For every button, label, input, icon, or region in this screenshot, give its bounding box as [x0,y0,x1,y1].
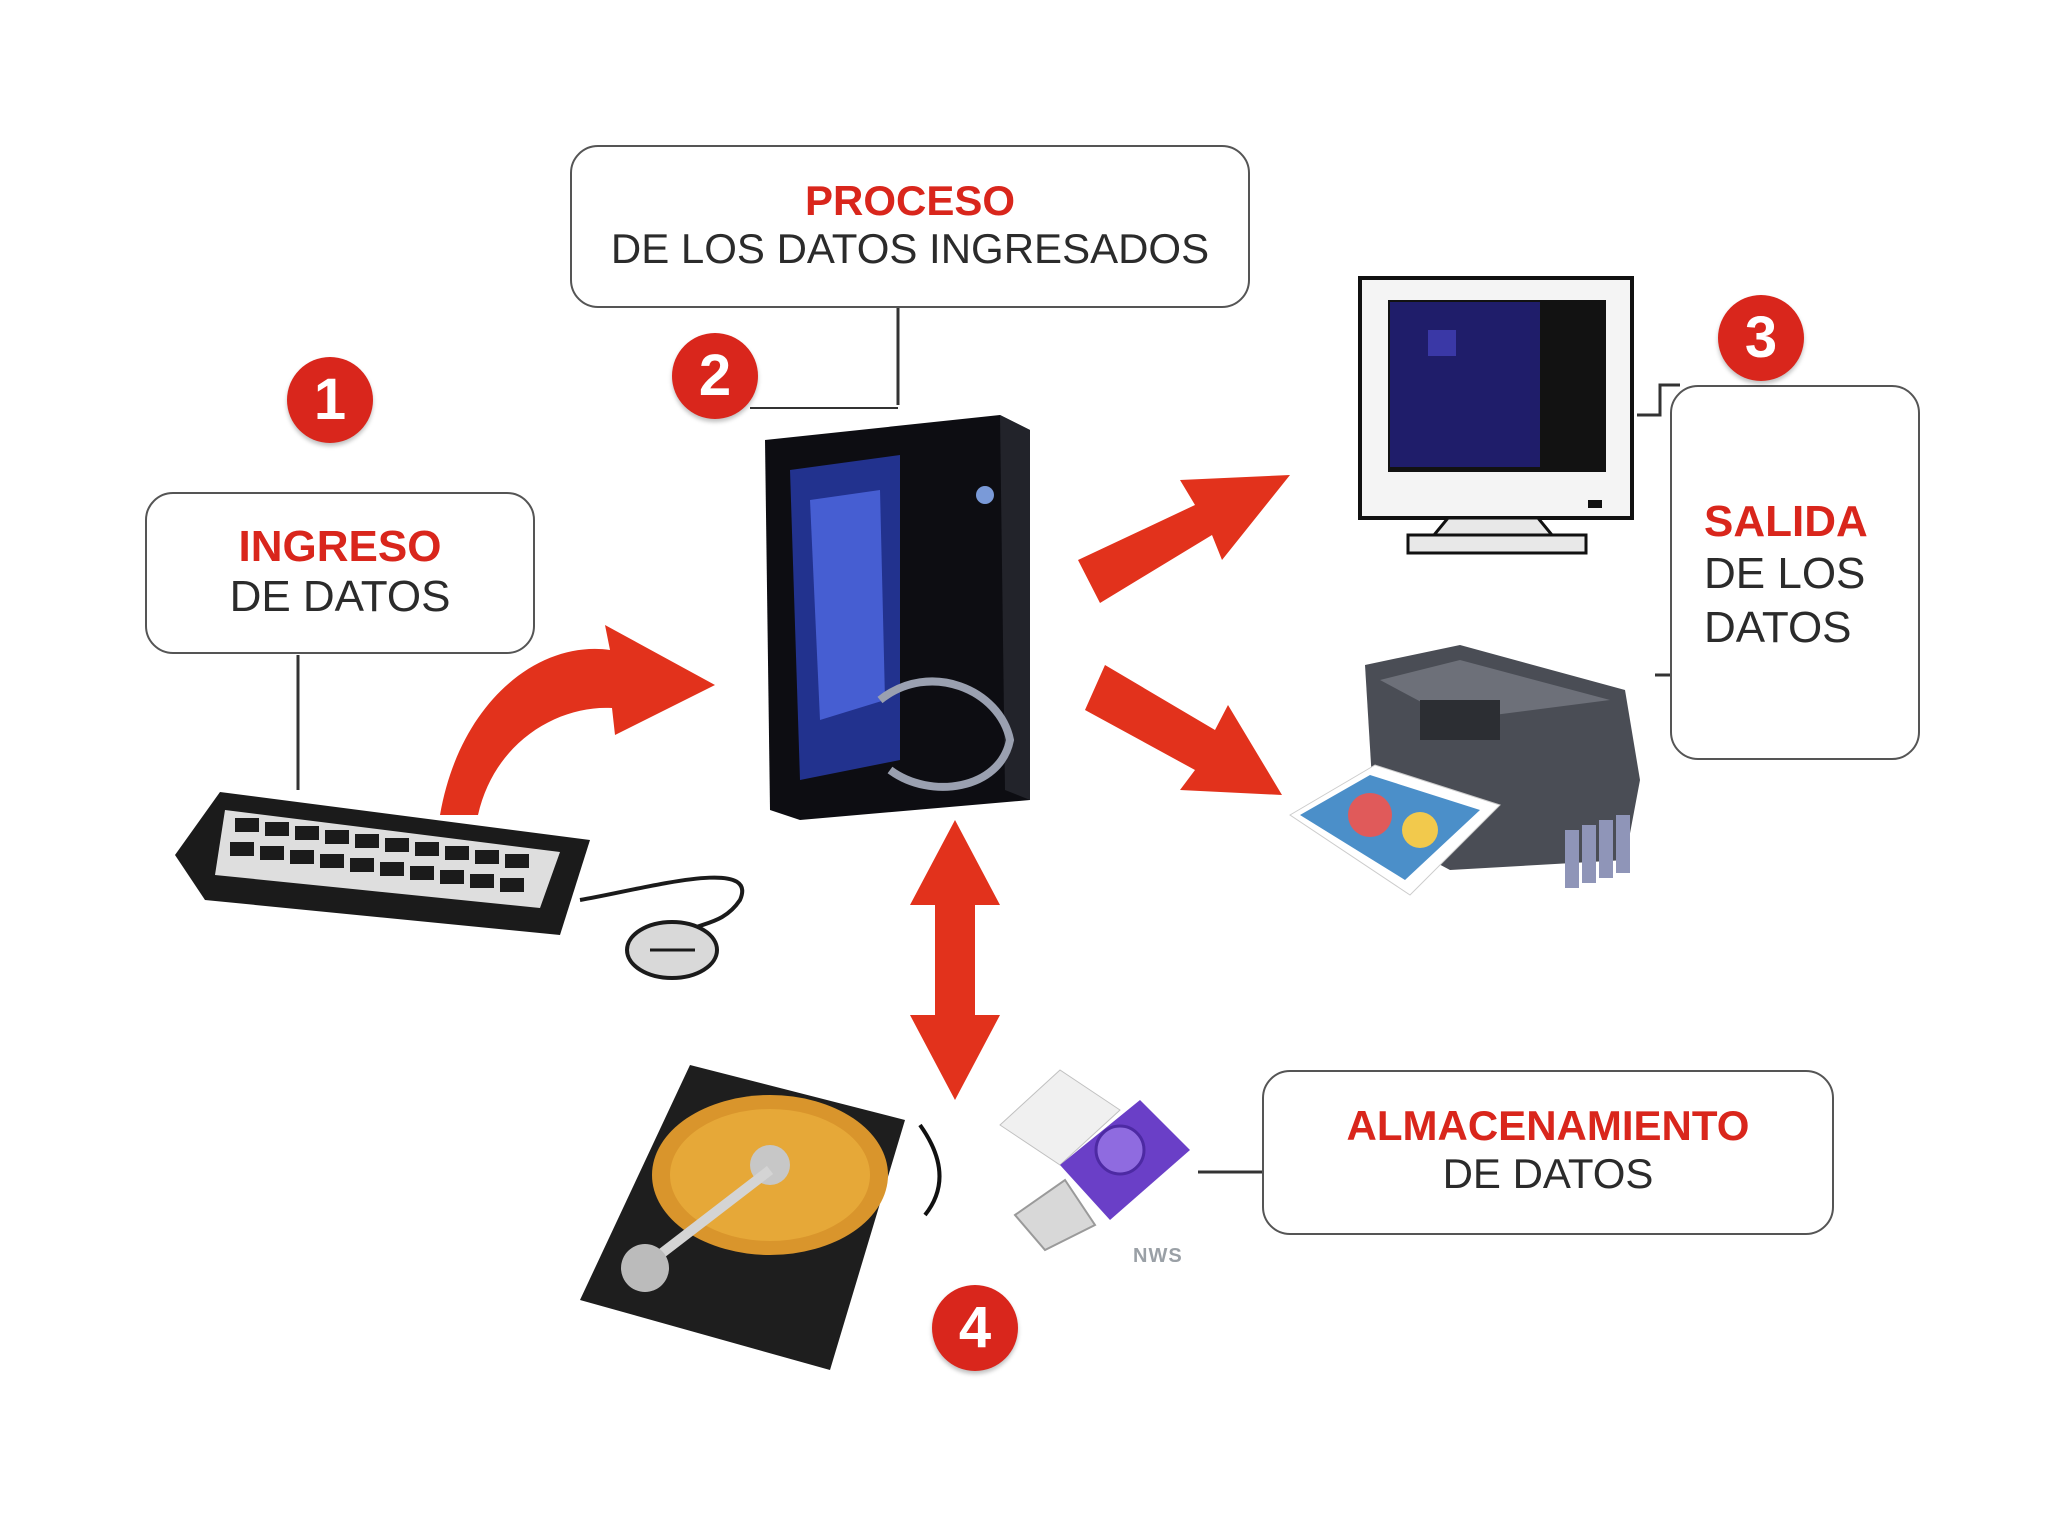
output-arrow-monitor [1078,475,1290,603]
usb-drive-icon [1000,1070,1190,1250]
hard-drive-icon [580,1065,905,1370]
watermark-text: NWS [1133,1245,1183,1268]
printer-icon [1290,645,1640,895]
proceso-subtitle: DE LOS DATOS INGRESADOS [572,225,1248,273]
salida-subtitle-line-2: DATOS [1704,601,1918,655]
ingreso-subtitle: DE DATOS [147,572,533,622]
box-proceso: PROCESO DE LOS DATOS INGRESADOS [570,145,1250,308]
step-badge-2: 2 [672,333,758,419]
almacenamiento-title: ALMACENAMIENTO [1264,1102,1832,1150]
monitor-icon [1360,278,1632,553]
step-badge-4: 4 [932,1285,1018,1371]
step-badge-3: 3 [1718,295,1804,381]
computer-tower-icon [765,415,1030,820]
almacenamiento-subtitle: DE DATOS [1264,1150,1832,1198]
mouse-icon [580,878,742,978]
box-almacenamiento: ALMACENAMIENTO DE DATOS [1262,1070,1834,1235]
proceso-title: PROCESO [572,177,1248,225]
step-badge-1: 1 [287,357,373,443]
keyboard-icon [175,792,590,935]
output-arrow-printer [1085,665,1282,795]
cable-icon [920,1125,939,1215]
salida-title: SALIDA [1704,497,1918,547]
storage-double-arrow [910,820,1000,1100]
ingreso-title: INGRESO [147,522,533,572]
box-ingreso: INGRESO DE DATOS [145,492,535,654]
salida-subtitle-line-1: DE LOS [1704,547,1918,601]
box-salida: SALIDA DE LOS DATOS [1670,385,1920,760]
